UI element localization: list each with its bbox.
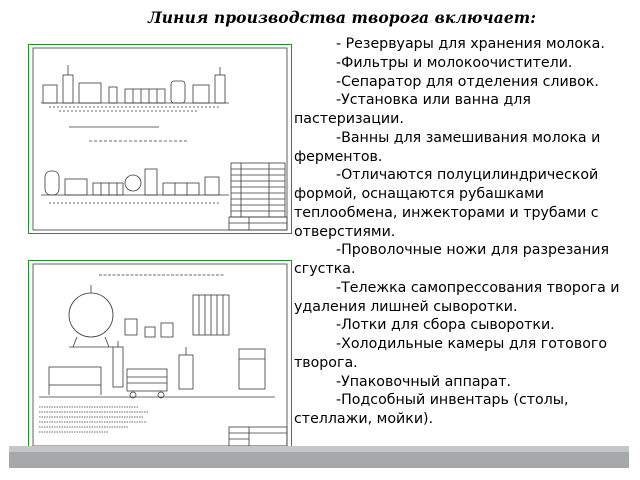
list-item: -Проволочные ножи для разрезания сгустка… (294, 242, 609, 277)
list-item: -Отличаются полуцилиндрической формой, о… (294, 167, 599, 240)
technological-scheme-drawing (28, 44, 292, 234)
list-item: -Сепаратор для отделения сливок. (336, 73, 599, 90)
list-item: -Тележка самопрессования творога и удале… (294, 279, 620, 315)
list-item: -Ванны для замешивания молока и ферменто… (294, 129, 601, 165)
equipment-list: - Резервуары для хранения молока. -Фильт… (294, 35, 634, 429)
list-item: -Холодильные камеры для готового творога… (294, 336, 608, 371)
scheme-svg (32, 47, 288, 231)
footer-bar-highlight (9, 446, 629, 452)
list-item: -Упаковочный аппарат. (336, 373, 512, 390)
layout-svg (32, 263, 288, 447)
list-item: -Установка или ванна для пастеризации. (294, 92, 531, 127)
list-item: - Резервуары для хранения молока. (336, 36, 605, 52)
slide-title: Линия производства творога включает: (148, 8, 537, 27)
list-item: -Лотки для сбора сыворотки. (336, 317, 555, 334)
slide-footer-bar (9, 446, 629, 468)
equipment-layout-drawing (28, 260, 292, 450)
list-item: -Подсобный инвентарь (столы, стеллажи, м… (294, 392, 569, 427)
list-item: -Фильтры и молокоочистители. (336, 54, 573, 71)
